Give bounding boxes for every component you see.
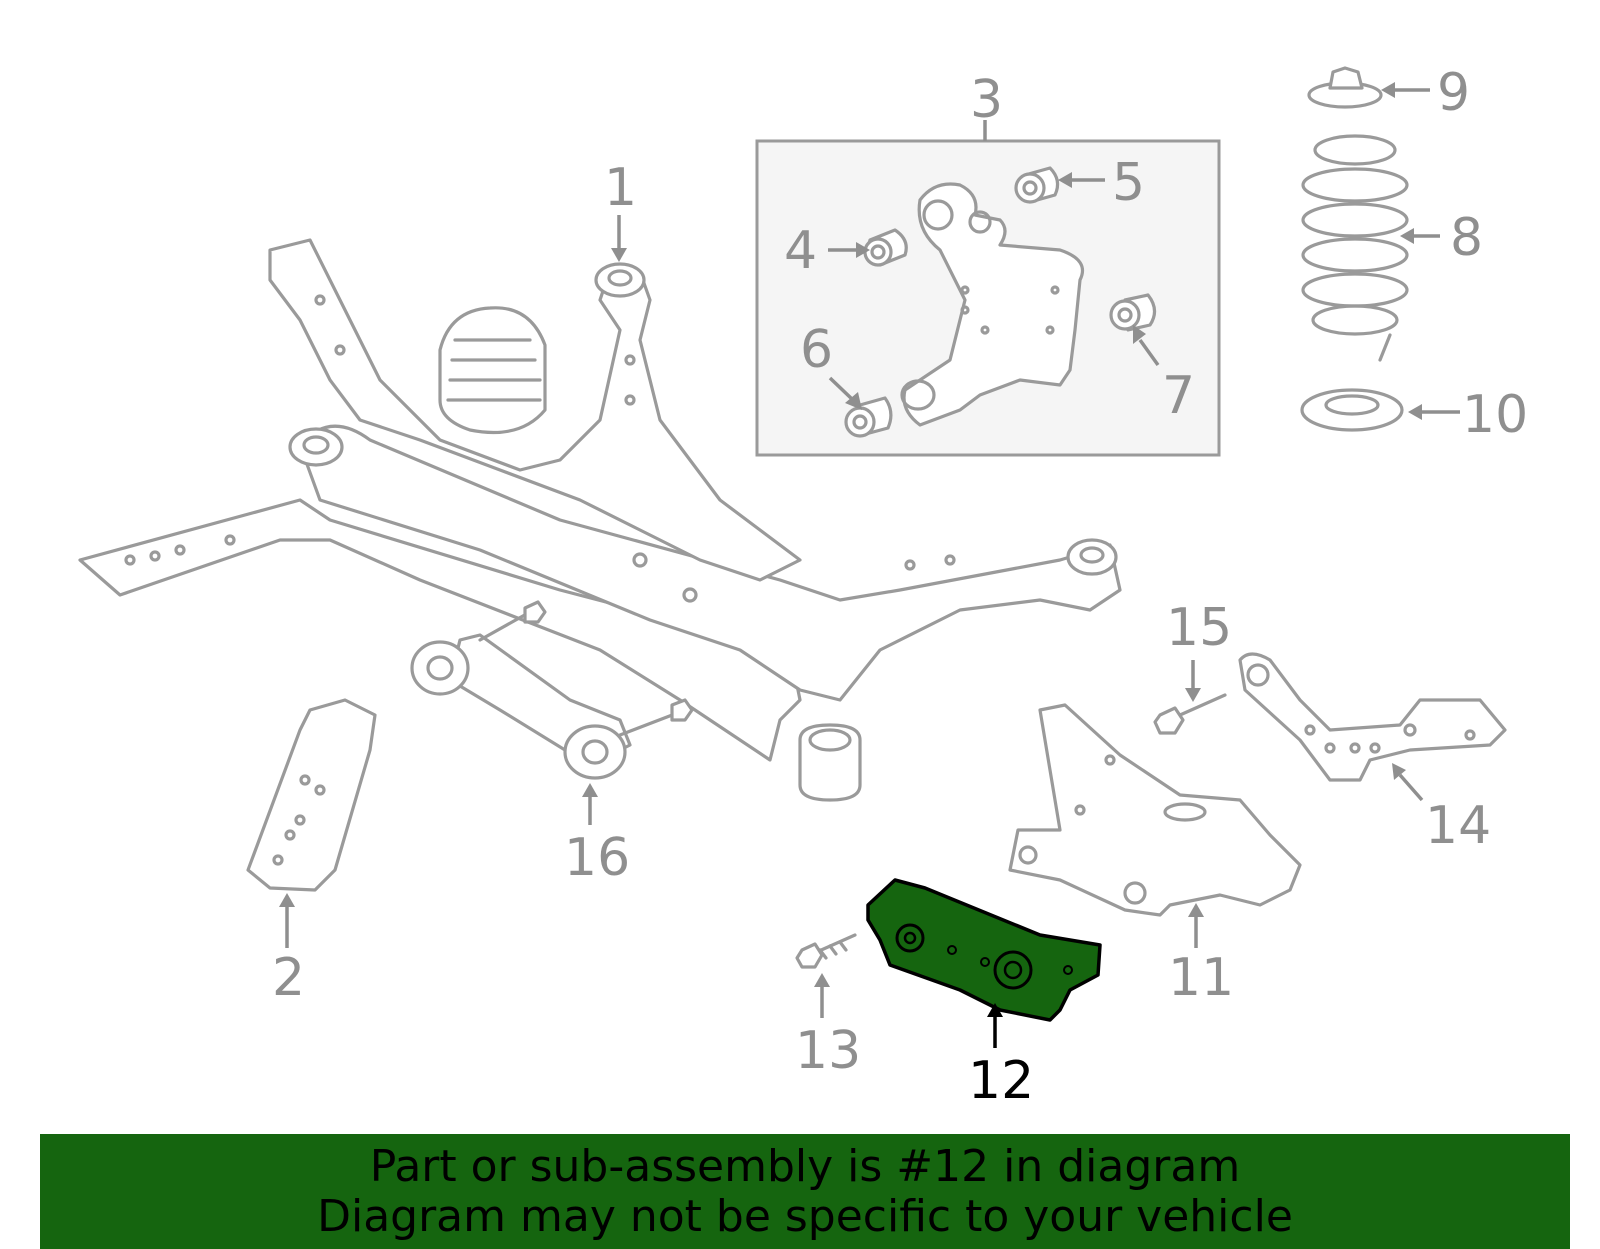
part-14-link[interactable] — [1238, 652, 1507, 782]
callout-15: 15 — [1166, 598, 1232, 658]
callout-13: 13 — [795, 1021, 861, 1081]
part-5-bushing[interactable] — [1014, 166, 1060, 204]
part-15-bolt[interactable] — [1153, 693, 1227, 735]
footer-line-1: Part or sub-assembly is #12 in diagram — [369, 1140, 1241, 1192]
callout-9: 9 — [1437, 63, 1470, 123]
callout-4: 4 — [784, 221, 817, 281]
part-8-spring[interactable] — [1301, 134, 1409, 362]
part-2-plate[interactable] — [246, 698, 377, 892]
footer-line-2: Diagram may not be specific to your vehi… — [317, 1190, 1293, 1242]
part-7-bushing[interactable] — [1109, 293, 1157, 332]
callout-3: 3 — [970, 70, 1003, 130]
callout-5: 5 — [1112, 153, 1145, 213]
callout-12: 12 — [968, 1051, 1034, 1111]
callout-7: 7 — [1162, 366, 1195, 426]
part-9-upper-seat[interactable] — [1307, 66, 1383, 109]
part-1-crossmember[interactable] — [78, 238, 1122, 802]
callout-16: 16 — [564, 828, 630, 888]
callout-2: 2 — [272, 948, 305, 1008]
part-12-highlighted[interactable] — [866, 878, 1102, 1022]
callout-14: 14 — [1425, 796, 1491, 856]
footer-banner: Part or sub-assembly is #12 in diagram D… — [40, 1134, 1570, 1249]
part-13-bolt[interactable] — [795, 933, 857, 969]
part-3-knuckle[interactable] — [900, 182, 1085, 427]
callout-1: 1 — [604, 158, 637, 218]
callout-8: 8 — [1450, 208, 1483, 268]
leader-arrows — [279, 82, 1460, 1048]
part-11-lower-arm[interactable] — [1008, 703, 1302, 917]
part-16-link[interactable] — [410, 600, 694, 780]
callout-11: 11 — [1168, 948, 1234, 1008]
part-4-bushing[interactable] — [863, 228, 908, 267]
part-6-bushing[interactable] — [844, 396, 893, 438]
callout-6: 6 — [800, 320, 833, 380]
callout-10: 10 — [1462, 385, 1528, 445]
part-10-lower-seat[interactable] — [1300, 388, 1404, 432]
